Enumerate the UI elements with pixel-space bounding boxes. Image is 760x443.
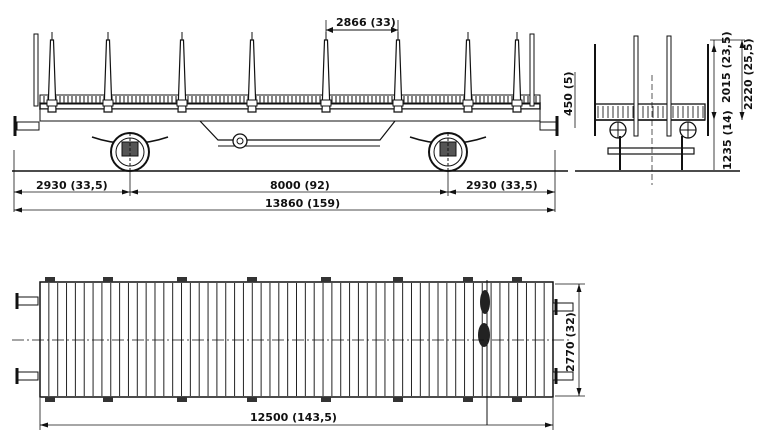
bogie-right [409, 132, 487, 172]
dim-overhang-left: 2930 (33,5) [36, 179, 108, 192]
dim-stake-pitch: 2866 (33) [336, 16, 396, 29]
dim-length-over-buffers: 13860 (159) [265, 197, 340, 210]
dim-stake-height-inner: 2015 (23,5) [720, 31, 733, 103]
dim-wheelbase: 8000 (92) [270, 179, 330, 192]
end-view-drawing [574, 35, 745, 185]
dim-floor-height: 1235 (14) [721, 110, 734, 170]
dim-platform-width: 2770 (32) [564, 312, 577, 372]
dim-stake-height-total: 2220 (25,5) [742, 38, 755, 110]
dim-platform-length: 12500 (143,5) [250, 411, 337, 424]
dim-overhang-right: 2930 (33,5) [466, 179, 538, 192]
plan-view-drawing [12, 277, 585, 430]
dim-side-height: 450 (5) [562, 72, 575, 117]
bogie-left [91, 132, 169, 172]
